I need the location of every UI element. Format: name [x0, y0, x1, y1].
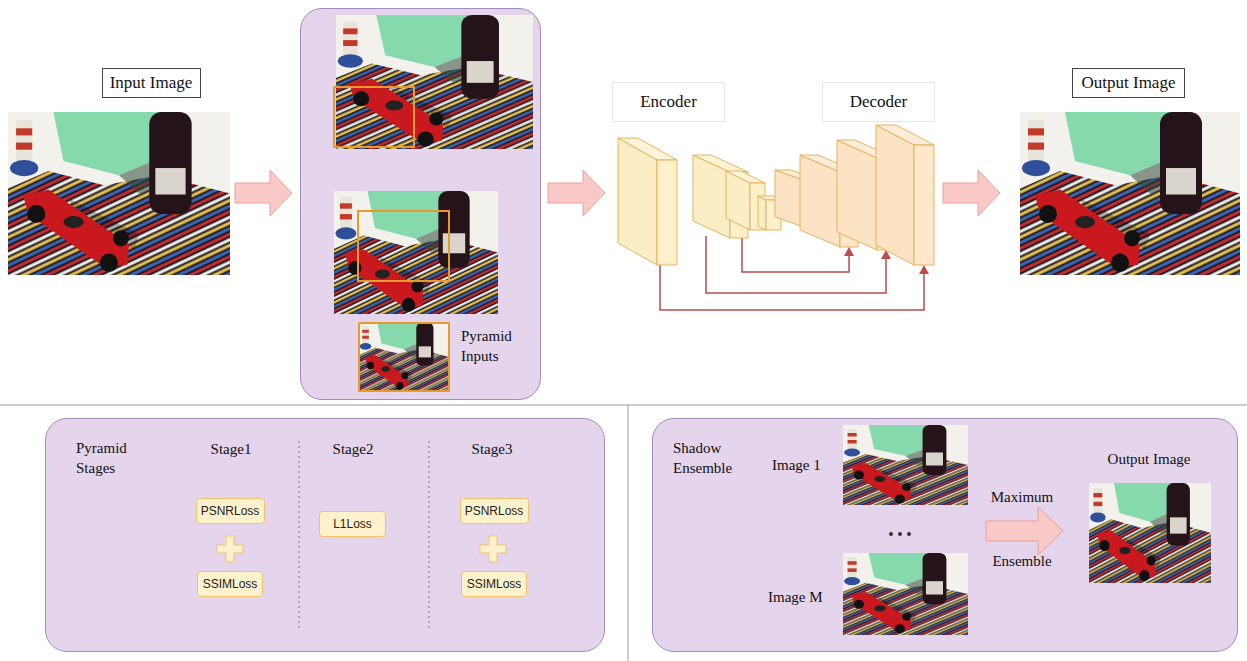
image-caption: Output Image	[1108, 450, 1191, 468]
image-label-box: Input Image	[102, 68, 201, 98]
flow-arrow	[235, 170, 292, 216]
box-label: Output Image	[1082, 73, 1176, 93]
panel-title: Shadow Ensemble	[673, 439, 753, 478]
flow-arrow	[548, 170, 605, 216]
box-label: Input Image	[110, 73, 193, 93]
image-label-box: Output Image	[1072, 68, 1185, 98]
ensemble-photo	[843, 553, 968, 635]
flow-arrow	[986, 507, 1063, 555]
output-photo	[1020, 112, 1240, 275]
encoder-label-box: Encoder	[612, 82, 725, 122]
loss-box: SSIMLoss	[461, 571, 527, 597]
ensemble-photo	[843, 425, 968, 505]
pyramid-photo	[359, 323, 449, 391]
loss-box: PSNRLoss	[196, 498, 265, 524]
ensemble-output-photo	[1089, 483, 1211, 583]
ensemble-label: Ensemble	[992, 552, 1051, 570]
image-caption: Image M	[768, 588, 823, 606]
stage-heading: Stage1	[211, 440, 252, 458]
box-label: Decoder	[850, 92, 908, 112]
pyramid-photo	[334, 191, 498, 314]
panel-title: Pyramid Stages	[76, 439, 148, 478]
divider-line	[0, 405, 1247, 406]
pyramid-photo	[336, 15, 533, 149]
loss-name: PSNRLoss	[465, 504, 524, 518]
loss-box: L1Loss	[319, 511, 386, 537]
ensemble-label: Maximum	[991, 488, 1054, 506]
loss-name: SSIMLoss	[467, 577, 522, 591]
stage-separator	[429, 441, 430, 631]
ellipsis-dots	[889, 532, 911, 536]
decoder-block	[876, 125, 934, 265]
divider-line	[628, 405, 629, 661]
loss-box: PSNRLoss	[460, 498, 529, 524]
box-label: Encoder	[640, 92, 697, 112]
pyramid-stages-panel: Pyramid StagesPSNRLossSSIMLoss L1Loss PSNR…	[45, 418, 605, 652]
loss-name: SSIMLoss	[203, 577, 258, 591]
loss-name: PSNRLoss	[201, 504, 260, 518]
pyramid-panel: Pyramid Inputs	[300, 8, 541, 400]
loss-box: SSIMLoss	[197, 571, 263, 597]
image-caption: Image 1	[772, 456, 821, 474]
stage-heading: Stage2	[333, 440, 374, 458]
flow-arrow	[943, 170, 1000, 216]
decoder-label-box: Decoder	[822, 82, 935, 122]
plus-symbol	[480, 536, 506, 562]
stage-heading: Stage3	[472, 440, 513, 458]
panel-title: Pyramid Inputs	[461, 327, 537, 366]
crop-box	[358, 211, 449, 281]
stage-separator	[299, 441, 300, 631]
input-photo	[8, 112, 230, 275]
loss-name: L1Loss	[333, 517, 372, 531]
crop-box	[359, 323, 449, 391]
encoder-block	[726, 171, 765, 230]
network-blocks	[618, 125, 934, 265]
plus-symbol	[217, 536, 243, 562]
encoder-block	[618, 138, 677, 265]
crop-box	[334, 87, 414, 147]
